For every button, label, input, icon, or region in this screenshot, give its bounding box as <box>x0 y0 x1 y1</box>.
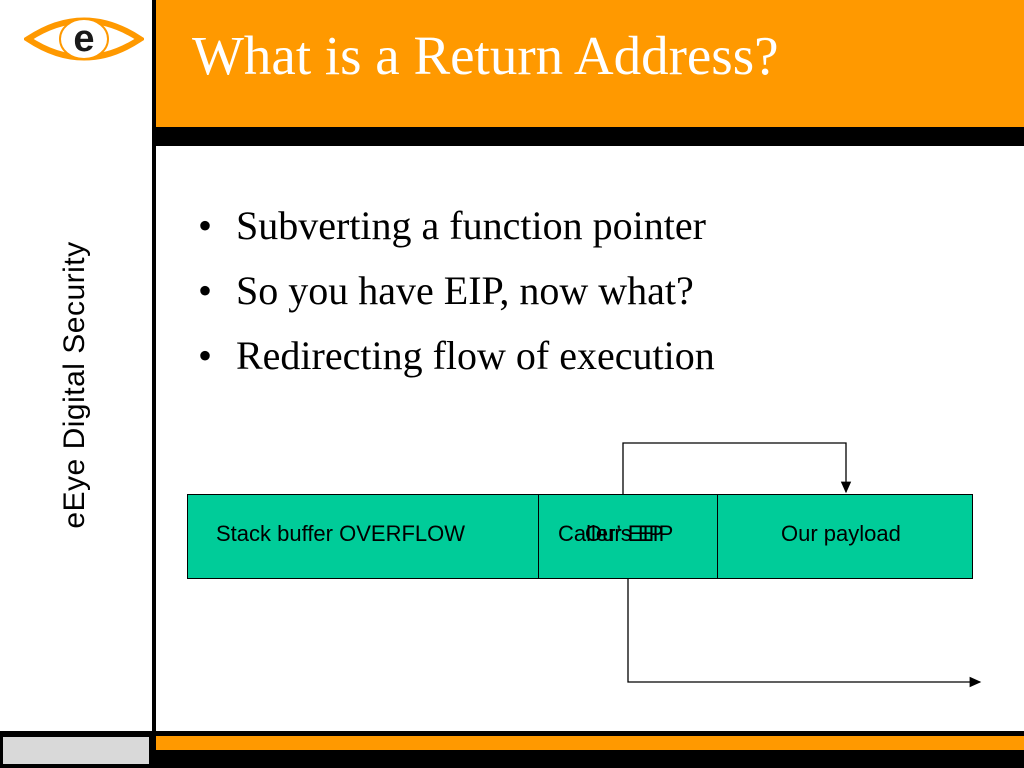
eye-logo-icon: e <box>24 17 144 61</box>
stack-buffer-label: Stack buffer OVERFLOW <box>216 521 466 546</box>
title-bar: What is a Return Address? <box>156 0 1024 127</box>
bullet-item: • Subverting a function pointer <box>196 206 715 250</box>
slide-title: What is a Return Address? <box>192 25 779 86</box>
sidebar: e eEye Digital Security <box>0 0 152 731</box>
callers-eip-label: Caller’s EIP <box>558 521 674 546</box>
bullet-text: Subverting a function pointer <box>236 203 706 248</box>
logo-letter: e <box>73 18 94 60</box>
slide-content: • Subverting a function pointer • So you… <box>156 146 1024 731</box>
footer-accent-bar <box>156 736 1024 750</box>
bullet-dot: • <box>198 333 213 378</box>
bullet-item: • Redirecting flow of execution <box>196 336 715 380</box>
bullet-dot: • <box>198 268 213 313</box>
payload-box: Our payload <box>717 494 973 579</box>
payload-label: Our payload <box>781 521 901 546</box>
bullet-item: • So you have EIP, now what? <box>196 271 715 315</box>
sidebar-footer <box>3 737 149 764</box>
bullet-text: So you have EIP, now what? <box>236 268 694 313</box>
our-eip-label: Our EIP <box>585 521 664 546</box>
bullet-text: Redirecting flow of execution <box>236 333 715 378</box>
bullet-dot: • <box>198 203 213 248</box>
stack-buffer-box: Stack buffer OVERFLOW <box>187 494 539 579</box>
bullet-list: • Subverting a function pointer • So you… <box>196 206 715 401</box>
organization-name: eEye Digital Security <box>58 241 91 529</box>
eip-box: Caller’s EIP Our EIP <box>538 494 718 579</box>
